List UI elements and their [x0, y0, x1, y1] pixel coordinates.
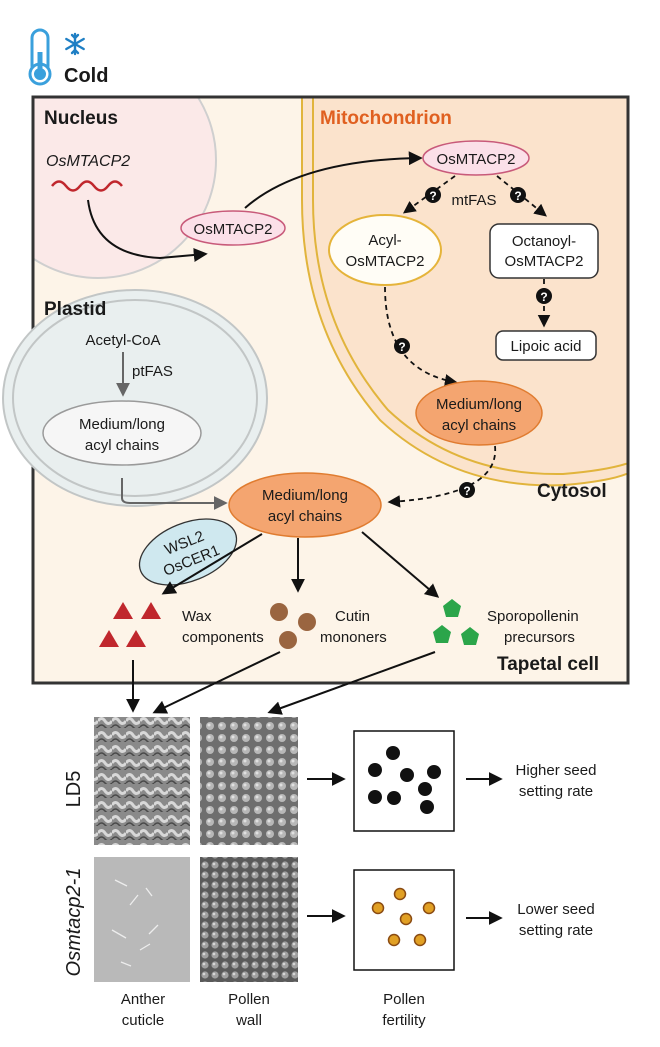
cytosol-label: Cytosol [537, 481, 607, 502]
sporopollenin-pentagon-icon [433, 599, 479, 645]
wax-line2: components [182, 629, 264, 646]
unknown-step-icon: ? [510, 187, 526, 203]
plastid-acyl-chains-node [42, 400, 202, 466]
mutant-outcome-line1: Lower seed [517, 901, 595, 918]
mito-osmtacp2-label: OsMTACP2 [437, 151, 516, 168]
sporopollenin-line1: Sporopollenin [487, 608, 579, 625]
plastid-compartment [2, 289, 268, 507]
cutin-circle-icon [270, 603, 316, 649]
acyl-osmtacp2-node [328, 214, 442, 286]
mito-acyl-chains-node [415, 380, 543, 446]
mutant-outcome-line2: setting rate [519, 922, 593, 939]
plastid-label: Plastid [44, 299, 106, 320]
row-label-osmtacp2: Osmtacp2-1 [63, 868, 85, 977]
octanoyl-line1: Octanoyl- [512, 233, 576, 250]
fertile-pollen-icon [368, 746, 441, 814]
ptfas-label: ptFAS [132, 363, 173, 380]
col-fertility-line2: fertility [382, 1012, 426, 1029]
ld5-outcome-line1: Higher seed [516, 762, 597, 779]
cytosol-acyl-chains-node [228, 472, 382, 538]
ld5-outcome-line2: setting rate [519, 783, 593, 800]
wax-triangle-icon [99, 602, 161, 647]
svg-text:?: ? [463, 484, 470, 498]
octanoyl-line2: OsMTACP2 [505, 253, 584, 270]
acyl-line2: OsMTACP2 [346, 253, 425, 270]
col-anther-line2: cuticle [122, 1012, 165, 1029]
nucleus-gene-label: OsMTACP2 [46, 153, 130, 170]
lipoic-acid-label: Lipoic acid [511, 338, 582, 355]
mutant-anther-cuticle-image [94, 857, 190, 982]
tapetal-cell-label: Tapetal cell [497, 654, 599, 675]
col-pollen-wall-line1: Pollen [228, 991, 270, 1008]
mito-osmtacp2-node [422, 140, 530, 176]
ld5-pollen-wall-image [200, 717, 298, 845]
plastid-chains-line2: acyl chains [85, 437, 159, 454]
lipoic-acid-node [495, 330, 597, 361]
row-label-ld5: LD5 [63, 771, 85, 808]
mito-chains-line2: acyl chains [442, 417, 516, 434]
cytosol-chains-line1: Medium/long [262, 487, 348, 504]
ld5-anther-cuticle-image [94, 717, 190, 845]
cutin-line1: Cutin [335, 608, 370, 625]
wax-line1: Wax [182, 608, 212, 625]
cytosol-osmtacp2-node [180, 210, 286, 246]
unknown-step-icon: ? [425, 187, 441, 203]
svg-text:?: ? [540, 290, 547, 304]
enzyme-node: WSL2 OsCER1 [138, 518, 238, 586]
svg-text:?: ? [514, 189, 521, 203]
col-pollen-wall-line2: wall [235, 1012, 262, 1029]
mito-chains-line1: Medium/long [436, 396, 522, 413]
acetyl-coa-label: Acetyl-CoA [85, 332, 160, 349]
col-fertility-line1: Pollen [383, 991, 425, 1008]
thermometer-icon [28, 28, 52, 86]
sterile-pollen-icon [371, 887, 436, 947]
mutant-pollen-wall-image [200, 857, 298, 982]
svg-text:?: ? [429, 189, 436, 203]
cutin-line2: mononers [320, 629, 387, 646]
col-anther-line1: Anther [121, 991, 165, 1008]
plastid-chains-line1: Medium/long [79, 416, 165, 433]
cytosol-chains-line2: acyl chains [268, 508, 342, 525]
cytosol-osmtacp2-label: OsMTACP2 [194, 221, 273, 238]
svg-text:?: ? [398, 340, 405, 354]
unknown-step-icon: ? [536, 288, 552, 304]
nucleus-compartment [34, 98, 217, 279]
cold-label: Cold [64, 65, 108, 87]
nucleus-label: Nucleus [44, 108, 118, 129]
snowflake-icon [65, 32, 85, 56]
octanoyl-osmtacp2-node [489, 223, 599, 279]
mitochondrion-compartment [301, 98, 627, 487]
unknown-step-icon: ? [459, 482, 475, 498]
mtfas-label: mtFAS [451, 192, 496, 209]
mitochondrion-label: Mitochondrion [320, 108, 452, 129]
mrna-icon [51, 180, 123, 192]
unknown-step-icon: ? [394, 338, 410, 354]
acyl-line1: Acyl- [368, 232, 401, 249]
sporopollenin-line2: precursors [504, 629, 575, 646]
